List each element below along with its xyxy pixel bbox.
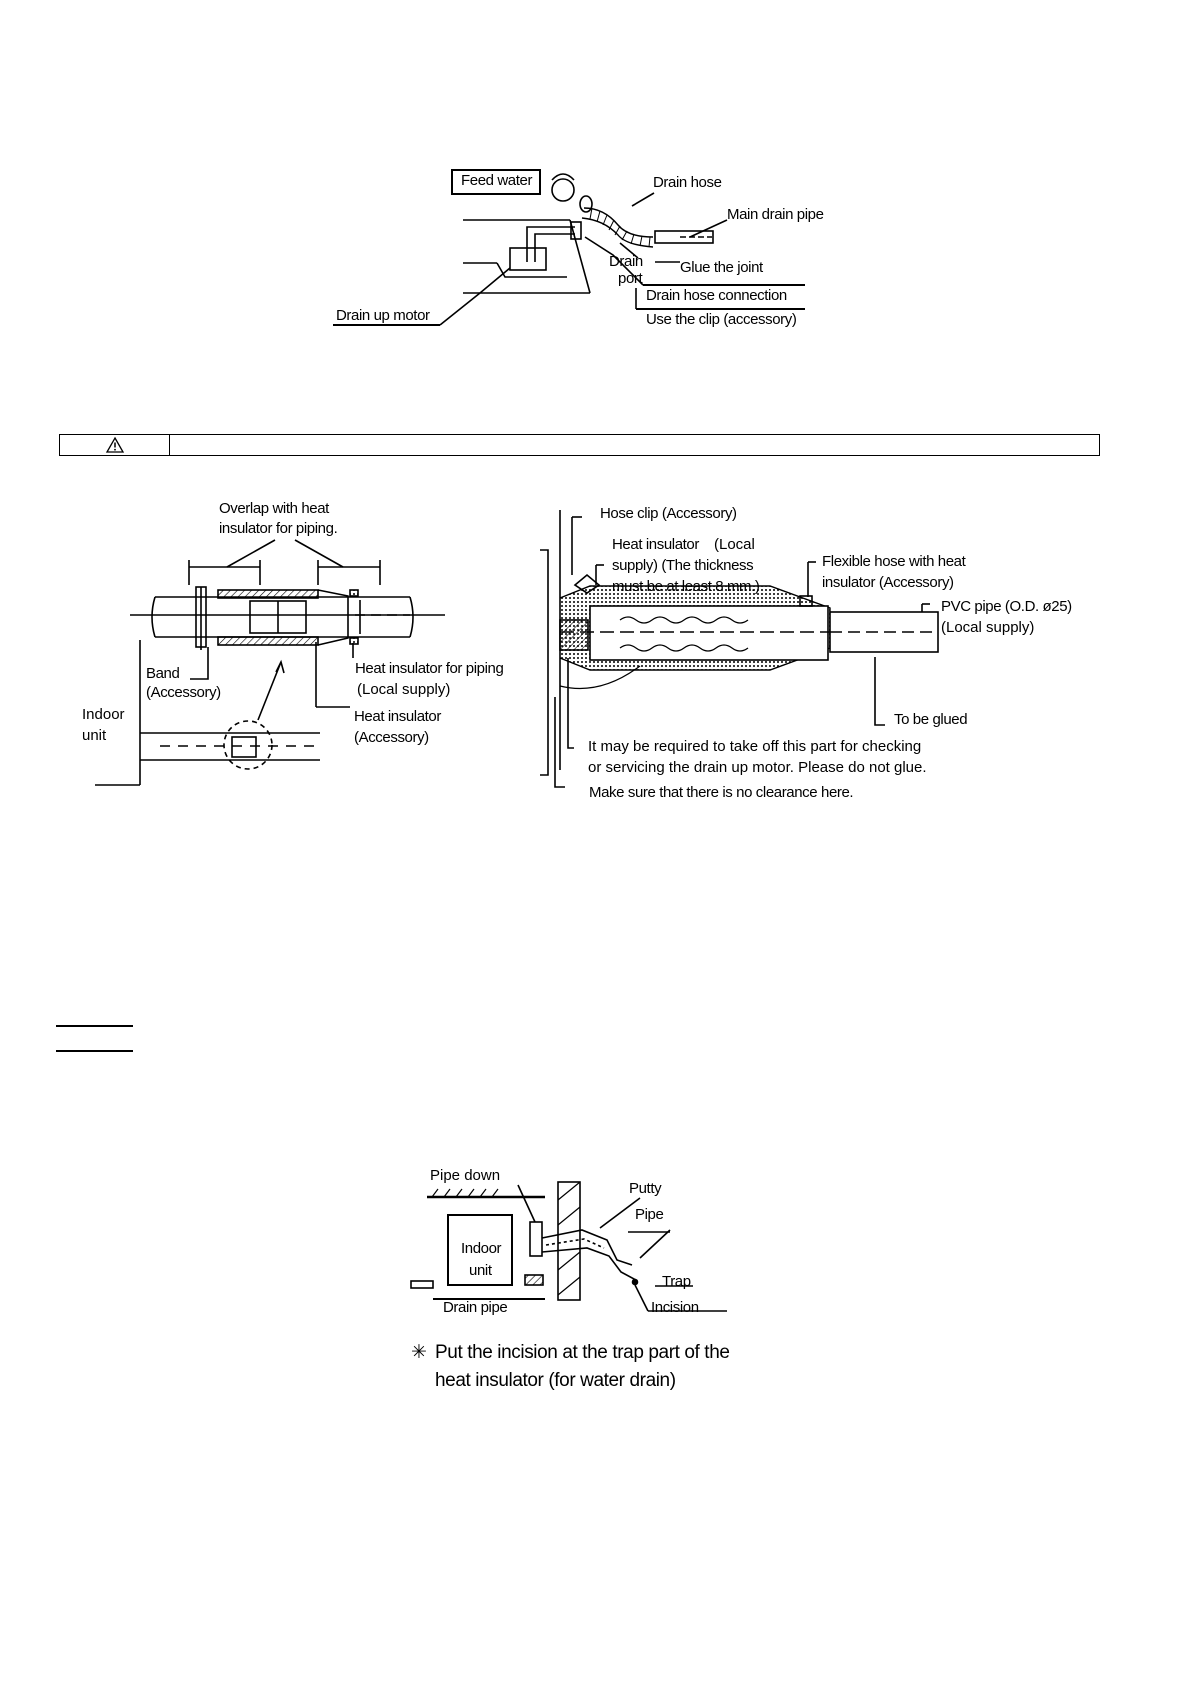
warning-icon-cell xyxy=(60,435,170,455)
band-label-line2: (Accessory) xyxy=(146,684,221,701)
pvc-pipe-label: PVC pipe (O.D. ø25) xyxy=(941,598,1072,615)
indoor-unit-label-line2: unit xyxy=(469,1262,492,1279)
heat-insulator-local-label-b: (Local xyxy=(714,536,755,553)
putty-label: Putty xyxy=(629,1180,662,1197)
pipe-down-label: Pipe down xyxy=(430,1167,501,1184)
local-supply-label: (Local supply) xyxy=(357,681,451,698)
incision-note-line2: heat insulator (for water drain) xyxy=(435,1370,676,1391)
take-off-note-line1: It may be required to take off this part… xyxy=(588,738,922,755)
heat-insulator-local-label-line3: must be at least 8 mm.) xyxy=(612,578,760,595)
pipe-label: Pipe xyxy=(635,1206,664,1223)
note-asterisk-icon: ✳ xyxy=(411,1342,427,1363)
flexible-hose-label-line1: Flexible hose with heat xyxy=(822,553,966,570)
drain-hose-connection-label: Drain hose connection xyxy=(646,287,787,304)
band-label-line1: Band xyxy=(146,665,180,682)
to-be-glued-label: To be glued xyxy=(894,711,968,728)
indoor-unit-label-line1: Indoor xyxy=(82,706,125,723)
indoor-unit-label-line2: unit xyxy=(82,727,107,744)
drain-port-label-line2: port xyxy=(618,270,643,287)
heat-insulator-label-line2: (Accessory) xyxy=(354,729,429,746)
glue-joint-label: Glue the joint xyxy=(680,259,763,276)
hose-clip-label: Hose clip (Accessory) xyxy=(600,505,737,522)
incision-label: Incision xyxy=(651,1299,699,1316)
drain-pipe-label: Drain pipe xyxy=(443,1299,508,1316)
heat-insulator-piping-label: Heat insulator for piping xyxy=(355,660,504,677)
incision-note-line1: Put the incision at the trap part of the xyxy=(435,1342,730,1363)
drain-port-label-line1: Drain xyxy=(609,253,643,270)
heading-underline xyxy=(56,1050,133,1052)
heat-insulator-label-line1: Heat insulator xyxy=(354,708,441,725)
take-off-note-line2: or servicing the drain up motor. Please … xyxy=(588,759,927,776)
trap-label: Trap xyxy=(662,1273,691,1290)
heading-underline xyxy=(56,1025,133,1027)
drain-hose-label: Drain hose xyxy=(653,174,722,191)
use-clip-label: Use the clip (accessory) xyxy=(646,311,797,328)
main-drain-pipe-label: Main drain pipe xyxy=(727,206,824,223)
overlap-label-line1: Overlap with heat xyxy=(219,500,329,517)
warning-table xyxy=(59,434,1100,456)
overlap-label-line2: insulator for piping. xyxy=(219,520,338,537)
heat-insulator-local-label-a: Heat insulator xyxy=(612,536,699,553)
warning-triangle-icon xyxy=(105,436,124,453)
flexible-hose-label-line2: insulator (Accessory) xyxy=(822,574,954,591)
feed-water-label: Feed water xyxy=(461,172,533,189)
no-clearance-label: Make sure that there is no clearance her… xyxy=(589,784,854,801)
indoor-unit-label-line1: Indoor xyxy=(461,1240,502,1257)
drain-up-motor-label: Drain up motor xyxy=(336,307,430,324)
pvc-local-supply-label: (Local supply) xyxy=(941,619,1035,636)
heat-insulator-local-label-line2: supply) (The thickness xyxy=(612,557,754,574)
